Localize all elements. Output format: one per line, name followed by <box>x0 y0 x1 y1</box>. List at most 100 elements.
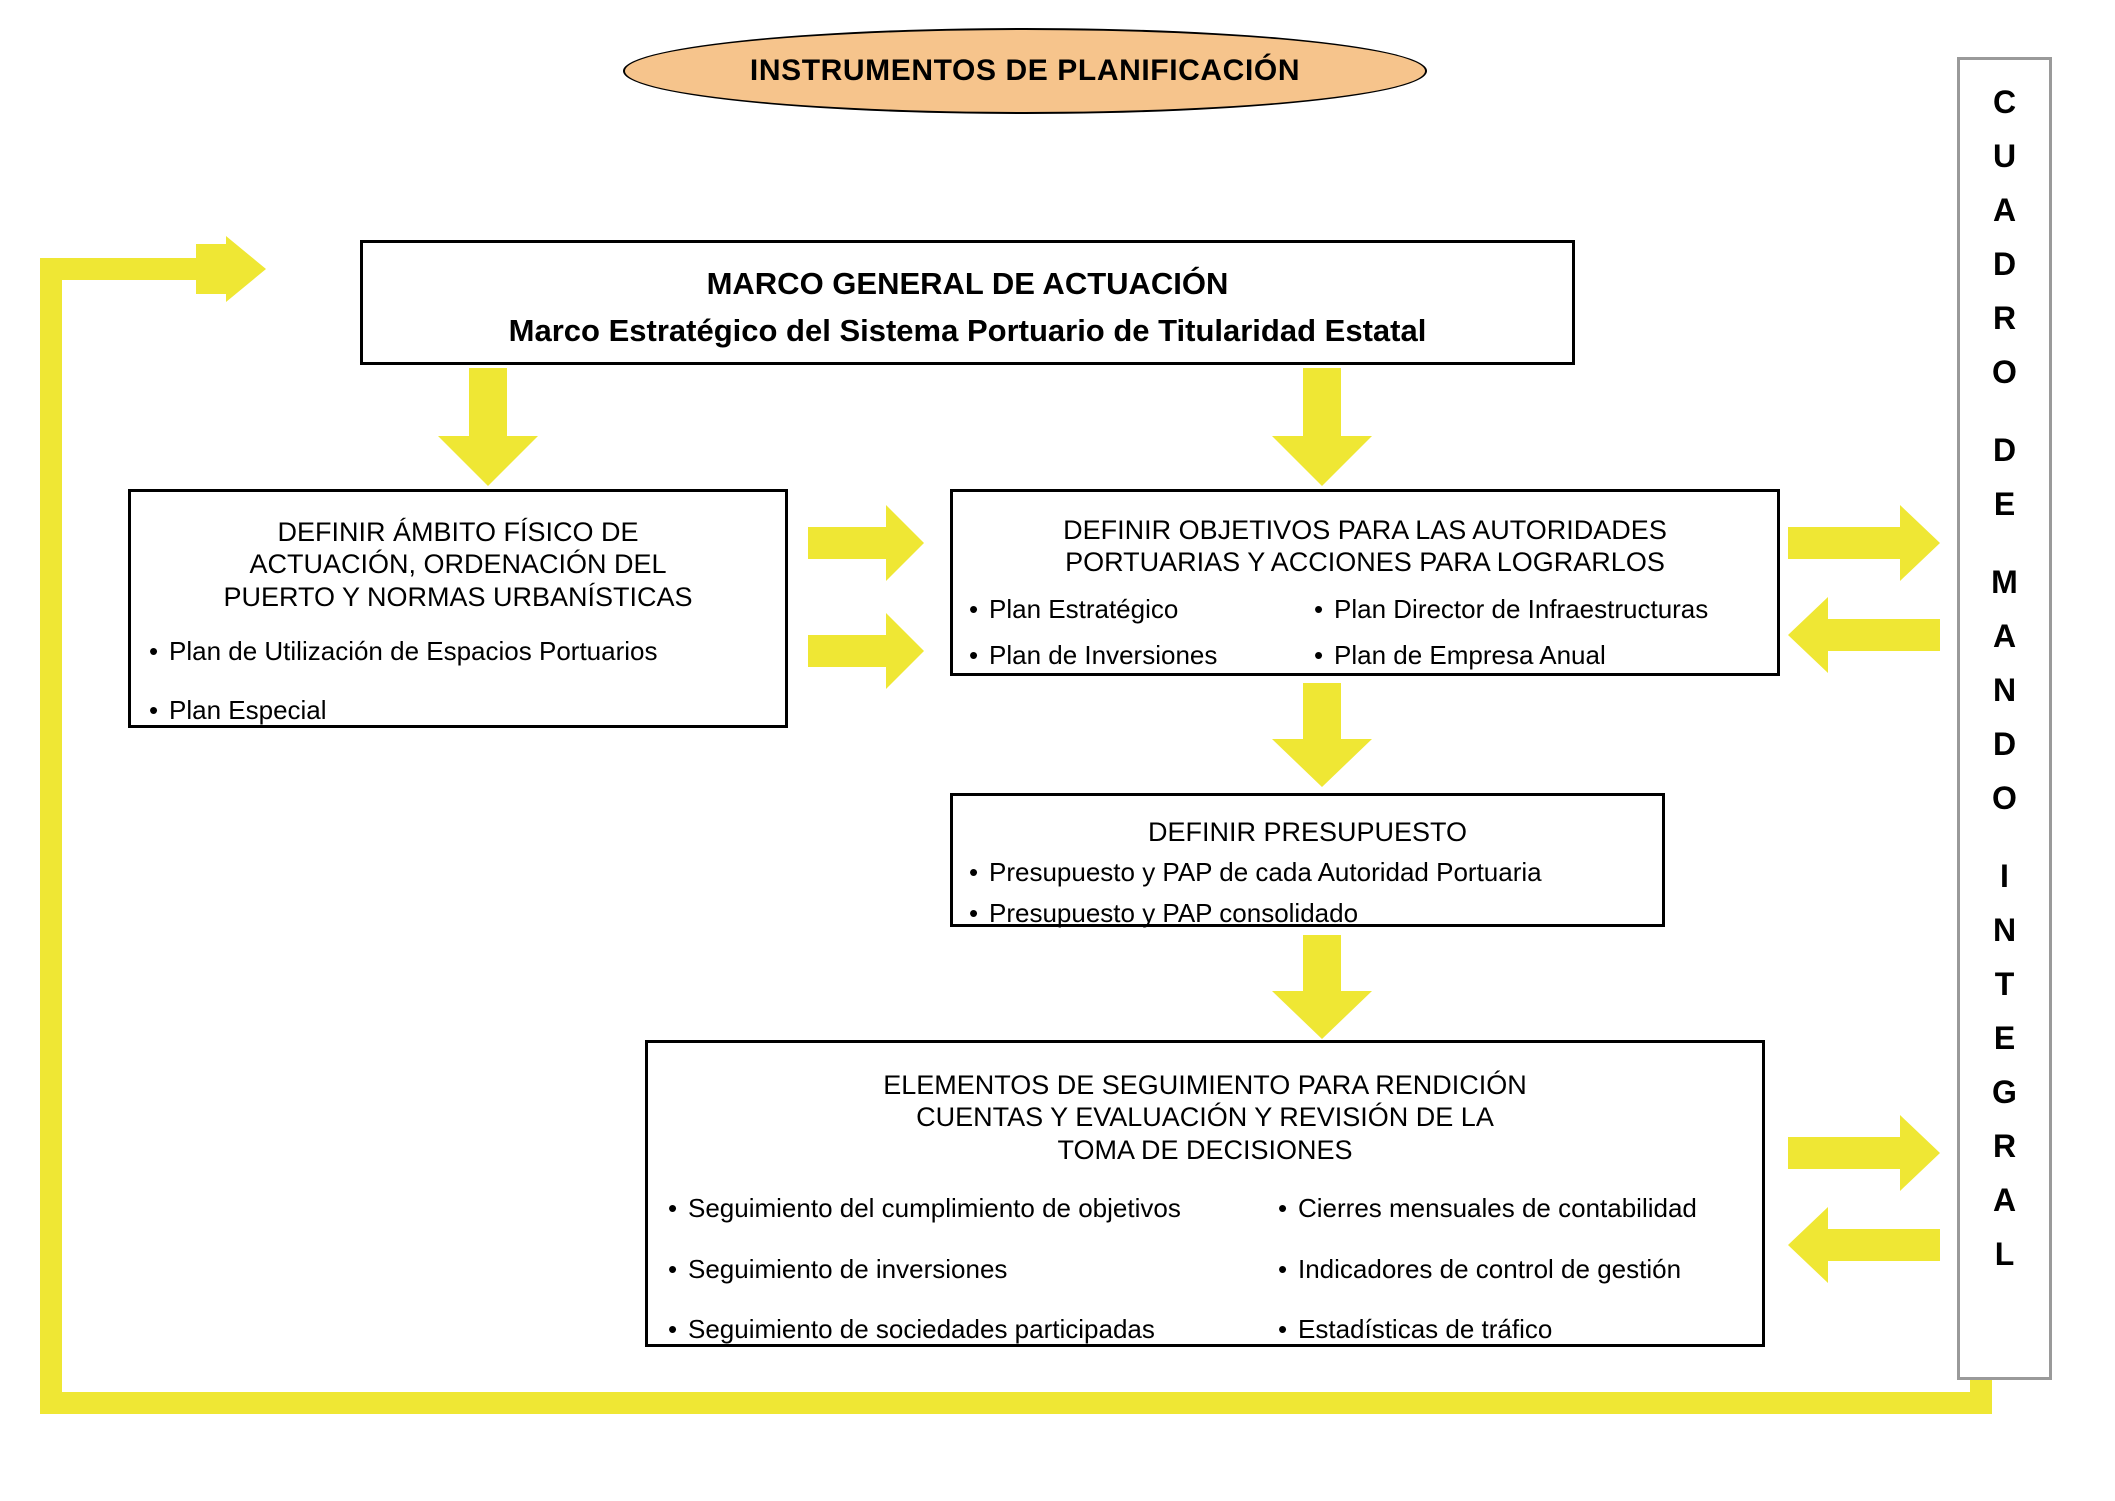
box-definir-ambito-fisico: DEFINIR ÁMBITO FÍSICO DE ACTUACIÓN, ORDE… <box>128 489 788 728</box>
list-item-label: Plan de Inversiones <box>989 640 1218 671</box>
box-objetivos-heading-line1: DEFINIR OBJETIVOS PARA LAS AUTORIDADES <box>1063 515 1667 545</box>
box-definir-objetivos: DEFINIR OBJETIVOS PARA LAS AUTORIDADES P… <box>950 489 1780 676</box>
list-item-label: Plan de Empresa Anual <box>1334 640 1606 671</box>
sidebar-letter: M <box>1991 564 2018 600</box>
box-elementos-bullet-list: • Seguimiento del cumplimiento de objeti… <box>668 1192 1742 1374</box>
list-item: • Plan de Utilización de Espacios Portua… <box>149 635 767 668</box>
sidebar-letter: L <box>1994 1236 2015 1272</box>
arrow-marco-to-ambito <box>438 368 538 486</box>
arrow-elementos-to-sidebar <box>1788 1115 1940 1191</box>
bullet-dot-icon: • <box>1314 640 1324 671</box>
box-presupuesto-heading-line1: DEFINIR PRESUPUESTO <box>1147 817 1468 847</box>
box-elementos-de-seguimiento: ELEMENTOS DE SEGUIMIENTO PARA RENDICIÓN … <box>645 1040 1765 1347</box>
box-marco-heading-line1: MARCO GENERAL DE ACTUACIÓN <box>706 266 1229 301</box>
box-elementos-heading-line1: ELEMENTOS DE SEGUIMIENTO PARA RENDICIÓN <box>883 1070 1527 1100</box>
box-objetivos-bullet-list: • Plan Estratégico • Plan de Inversiones… <box>969 593 1761 686</box>
arrow-objetivos-to-presupuesto <box>1272 683 1372 787</box>
sidebar-letter: N <box>1992 912 2017 948</box>
list-item-label: Plan Director de Infraestructuras <box>1334 593 1709 624</box>
feedback-loop-bottom-segment <box>40 1392 1992 1414</box>
sidebar-letter: N <box>1992 672 2017 708</box>
sidebar-letter: U <box>1992 138 2017 174</box>
bullet-dot-icon: • <box>1278 1253 1288 1284</box>
list-item-label: Plan Especial <box>169 694 327 725</box>
bullet-dot-icon: • <box>149 694 159 725</box>
arrow-feedback-loop-to-marco <box>196 236 266 302</box>
arrow-objetivos-to-sidebar <box>1788 505 1940 581</box>
sidebar-cuadro-de-mando-integral: C U A D R O D E M A N D O I N T E G R A … <box>1957 57 2052 1380</box>
sidebar-letter: A <box>1992 192 2017 228</box>
list-item-label: Plan Estratégico <box>989 593 1179 624</box>
box-marco-general-de-actuacion: MARCO GENERAL DE ACTUACIÓN Marco Estraté… <box>360 240 1575 365</box>
sidebar-letter: G <box>1992 1074 2017 1110</box>
list-item-label: Seguimiento de sociedades participadas <box>688 1314 1155 1345</box>
list-item-label: Plan de Utilización de Espacios Portuari… <box>169 636 658 667</box>
box-definir-presupuesto: DEFINIR PRESUPUESTO • Presupuesto y PAP … <box>950 793 1665 929</box>
box-objetivos-heading-line2: PORTUARIAS Y ACCIONES PARA LOGRARLOS <box>1065 547 1665 578</box>
feedback-loop-vertical-segment <box>40 258 62 1414</box>
arrow-presupuesto-to-elementos <box>1272 935 1372 1039</box>
feedback-loop-right-riser <box>1970 1380 1992 1414</box>
list-item: • Plan de Empresa Anual <box>1314 639 1761 672</box>
sidebar-letter: D <box>1992 246 2017 282</box>
arrow-marco-to-objetivos <box>1272 368 1372 486</box>
box-ambito-heading-line2: ACTUACIÓN, ORDENACIÓN DEL <box>249 549 667 580</box>
list-item: • Plan Especial <box>149 694 767 727</box>
box-ambito-heading-line3: PUERTO Y NORMAS URBANÍSTICAS <box>223 581 693 612</box>
box-ambito-bullet-list: • Plan de Utilización de Espacios Portua… <box>149 635 767 726</box>
bullet-dot-icon: • <box>969 897 979 928</box>
box-elementos-heading-line2: CUENTAS Y EVALUACIÓN Y REVISIÓN DE LA <box>916 1102 1494 1133</box>
bullet-dot-icon: • <box>1314 593 1324 624</box>
list-item: • Plan de Inversiones <box>969 639 1314 672</box>
list-item-label: Cierres mensuales de contabilidad <box>1298 1193 1697 1224</box>
sidebar-letter: O <box>1992 354 2017 390</box>
sidebar-letter: E <box>1993 486 2016 522</box>
bullet-dot-icon: • <box>969 640 979 671</box>
arrow-ambito-to-objetivos-bottom <box>808 613 924 689</box>
bullet-dot-icon: • <box>668 1193 678 1224</box>
arrow-sidebar-to-objetivos <box>1788 597 1940 673</box>
list-item: • Presupuesto y PAP de cada Autoridad Po… <box>969 856 1646 889</box>
sidebar-letter: R <box>1992 300 2017 336</box>
box-presupuesto-bullet-list: • Presupuesto y PAP de cada Autoridad Po… <box>969 856 1646 929</box>
sidebar-letter: E <box>1993 1020 2016 1056</box>
list-item: • Plan Estratégico <box>969 593 1314 626</box>
list-item-label: Seguimiento de inversiones <box>688 1253 1008 1284</box>
sidebar-letter: C <box>1992 84 2017 120</box>
bullet-dot-icon: • <box>668 1314 678 1345</box>
sidebar-letter: T <box>1994 966 2015 1002</box>
sidebar-letter: R <box>1992 1128 2017 1164</box>
bullet-dot-icon: • <box>969 857 979 888</box>
list-item: • Seguimiento de inversiones <box>668 1253 1278 1286</box>
box-elementos-heading-line3: TOMA DE DECISIONES <box>1057 1134 1353 1165</box>
feedback-loop-top-segment <box>40 258 240 280</box>
list-item-label: Indicadores de control de gestión <box>1298 1253 1682 1284</box>
sidebar-letter: D <box>1992 432 2017 468</box>
list-item: • Estadísticas de tráfico <box>1278 1313 1742 1346</box>
box-marco-heading-line2: Marco Estratégico del Sistema Portuario … <box>508 313 1427 349</box>
box-ambito-heading-line1: DEFINIR ÁMBITO FÍSICO DE <box>277 517 639 547</box>
sidebar-letter: A <box>1992 1182 2017 1218</box>
list-item-label: Presupuesto y PAP consolidado <box>989 897 1359 928</box>
arrow-ambito-to-objetivos-top <box>808 505 924 581</box>
bullet-dot-icon: • <box>668 1253 678 1284</box>
list-item: • Plan Director de Infraestructuras <box>1314 593 1761 626</box>
bullet-dot-icon: • <box>1278 1193 1288 1224</box>
bullet-dot-icon: • <box>149 636 159 667</box>
list-item: • Seguimiento de sociedades participadas <box>668 1313 1278 1346</box>
list-item-label: Seguimiento del cumplimiento de objetivo… <box>688 1193 1181 1224</box>
sidebar-letter: D <box>1992 726 2017 762</box>
bullet-dot-icon: • <box>1278 1314 1288 1345</box>
bullet-dot-icon: • <box>969 593 979 624</box>
arrow-sidebar-to-elementos <box>1788 1207 1940 1283</box>
list-item: • Indicadores de control de gestión <box>1278 1253 1742 1286</box>
list-item-label: Presupuesto y PAP de cada Autoridad Port… <box>989 857 1542 888</box>
sidebar-letter: O <box>1992 780 2017 816</box>
list-item: • Cierres mensuales de contabilidad <box>1278 1192 1742 1225</box>
sidebar-letter: A <box>1992 618 2017 654</box>
list-item: • Seguimiento del cumplimiento de objeti… <box>668 1192 1278 1225</box>
diagram-title-label: INSTRUMENTOS DE PLANIFICACIÓN <box>749 54 1301 87</box>
list-item: • Presupuesto y PAP consolidado <box>969 897 1646 930</box>
list-item-label: Estadísticas de tráfico <box>1298 1314 1553 1345</box>
